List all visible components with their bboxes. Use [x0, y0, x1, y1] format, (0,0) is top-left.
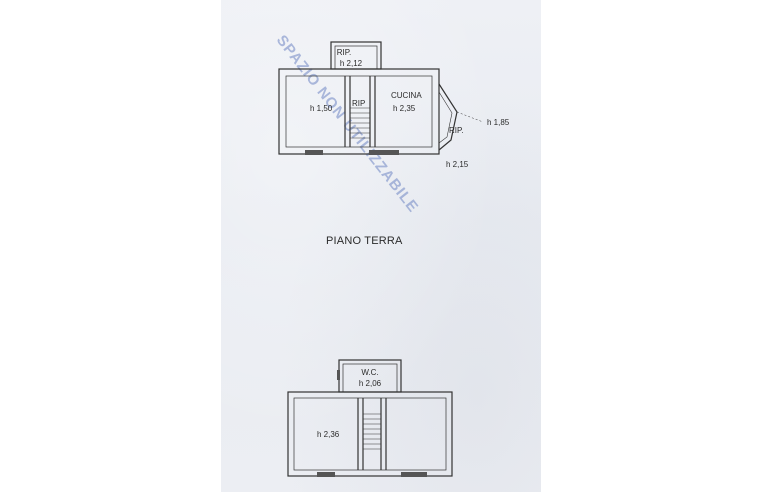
ground-floor-outline: [278, 68, 440, 155]
storage-top-label: RIP.: [337, 48, 352, 57]
left-room-height: h 1,50: [310, 104, 333, 113]
upper-floor-outline: [287, 391, 453, 477]
floor-title: PIANO TERRA: [326, 235, 403, 247]
side-height-top: h 1,85: [487, 118, 510, 127]
side-storage-label: RIP.: [449, 126, 464, 135]
upper-stairs: [363, 413, 381, 450]
floor-plan-drawing: SPAZIO NON UTILIZZABILE: [273, 32, 510, 477]
ground-stairs: [350, 107, 370, 139]
wc-label: W.C.: [361, 368, 378, 377]
upper-room-height: h 2,36: [317, 430, 340, 439]
side-height-bottom: h 2,15: [446, 160, 469, 169]
floor-plan-sheet: SPAZIO NON UTILIZZABILE: [221, 0, 541, 492]
side-storage-room: [438, 83, 458, 151]
kitchen-height: h 2,35: [393, 104, 416, 113]
wc-height: h 2,06: [359, 379, 382, 388]
kitchen-label: CUCINA: [391, 91, 422, 100]
stair-storage-label: RIP: [352, 99, 365, 108]
storage-top-height: h 2,12: [340, 59, 363, 68]
